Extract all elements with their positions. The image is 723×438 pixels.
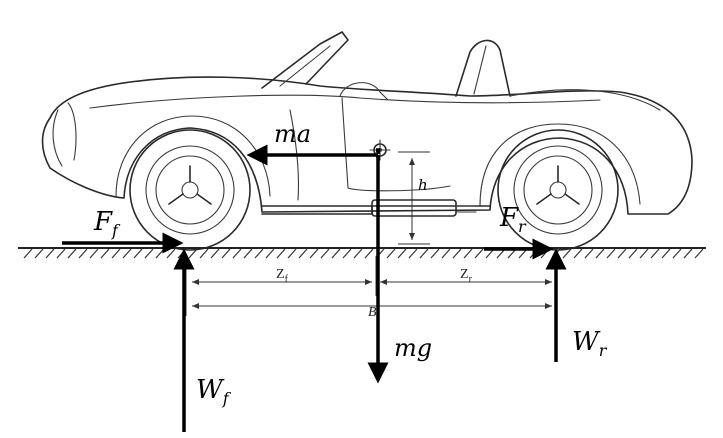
rear-fender xyxy=(479,123,641,207)
zf-label: Zf xyxy=(276,267,289,285)
rear-hub-icon xyxy=(536,165,580,205)
ground-hatch-mark xyxy=(243,248,253,259)
ground-hatch-mark xyxy=(144,248,154,259)
ground-hatch-mark xyxy=(78,248,88,259)
ground-hatch-mark xyxy=(221,248,231,259)
ground-hatch-mark xyxy=(452,248,462,259)
ground-hatch-mark xyxy=(606,248,616,259)
ground-hatch-mark xyxy=(474,248,484,259)
ground-hatch-mark xyxy=(386,248,396,259)
ground-hatch-mark xyxy=(254,248,264,259)
ground-hatch-mark xyxy=(67,248,77,259)
mg-label: mg xyxy=(394,334,432,362)
ground-hatch-mark xyxy=(661,248,671,259)
ground-hatch-mark xyxy=(89,248,99,259)
ground-hatch-mark xyxy=(342,248,352,259)
wf-label: Wf xyxy=(196,375,232,408)
ground-hatch-mark xyxy=(463,248,473,259)
ground-hatch-mark xyxy=(408,248,418,259)
ground-hatch-mark xyxy=(155,248,165,259)
h-label: h xyxy=(418,176,428,194)
force-labels: ma mg h Ff Fr Wf Wr xyxy=(93,120,608,408)
ground-hatch-mark xyxy=(111,248,121,259)
ground-hatch-mark xyxy=(353,248,363,259)
ground-hatch-mark xyxy=(573,248,583,259)
ground-hatch-mark xyxy=(584,248,594,259)
ground-hatch-mark xyxy=(672,248,682,259)
roll-bar xyxy=(455,39,511,97)
front-wheel xyxy=(129,129,251,251)
fr-label: Fr xyxy=(499,203,527,236)
ground-hatch-mark xyxy=(639,248,649,259)
zr-label: Zr xyxy=(460,267,473,285)
ground-hatch-mark xyxy=(199,248,209,259)
ground-hatch-mark xyxy=(683,248,693,259)
ground-hatch-mark xyxy=(441,248,451,259)
ground-hatch-mark xyxy=(397,248,407,259)
ground-hatch-mark xyxy=(364,248,374,259)
ground-hatch-mark xyxy=(232,248,242,259)
ground-hatch-mark xyxy=(595,248,605,259)
ground-hatch-mark xyxy=(320,248,330,259)
ff-label: Ff xyxy=(93,207,121,240)
ground-hatch-mark xyxy=(34,248,44,259)
ground-hatch-mark xyxy=(45,248,55,259)
car-beltline xyxy=(89,94,601,109)
dimensions: Zf Zr B xyxy=(185,151,557,320)
exhaust xyxy=(371,199,457,217)
ground-hatch-mark xyxy=(287,248,297,259)
ground-hatch-mark xyxy=(419,248,429,259)
forces xyxy=(62,144,567,432)
wr-label: Wr xyxy=(572,327,608,360)
ground-hatch-mark xyxy=(276,248,286,259)
door-line xyxy=(341,97,451,192)
ground-hatch-mark xyxy=(650,248,660,259)
car-nose xyxy=(67,102,77,161)
ground-hatch-mark xyxy=(628,248,638,259)
ground-hatch-mark xyxy=(210,248,220,259)
ma-label: ma xyxy=(274,120,311,148)
ground-hatch-mark xyxy=(298,248,308,259)
front-hub-icon xyxy=(168,165,212,205)
ground-hatch-mark xyxy=(166,248,176,259)
ground-hatch-mark xyxy=(265,248,275,259)
ground-hatch-mark xyxy=(122,248,132,259)
windshield xyxy=(261,31,349,89)
car-drawing xyxy=(41,31,693,217)
car-body-outline xyxy=(41,76,693,215)
ground-hatch-mark xyxy=(694,248,704,259)
b-label: B xyxy=(368,305,377,320)
seat xyxy=(339,82,389,101)
ground-hatch-mark xyxy=(617,248,627,259)
ground-hatch-mark xyxy=(133,248,143,259)
ground-hatch-mark xyxy=(331,248,341,259)
ground-hatch-mark xyxy=(430,248,440,259)
ground xyxy=(18,247,706,259)
ground-hatch-mark xyxy=(23,248,33,259)
ground-hatch-mark xyxy=(56,248,66,259)
ground-hatch-mark xyxy=(309,248,319,259)
ground-hatch-mark xyxy=(100,248,110,259)
